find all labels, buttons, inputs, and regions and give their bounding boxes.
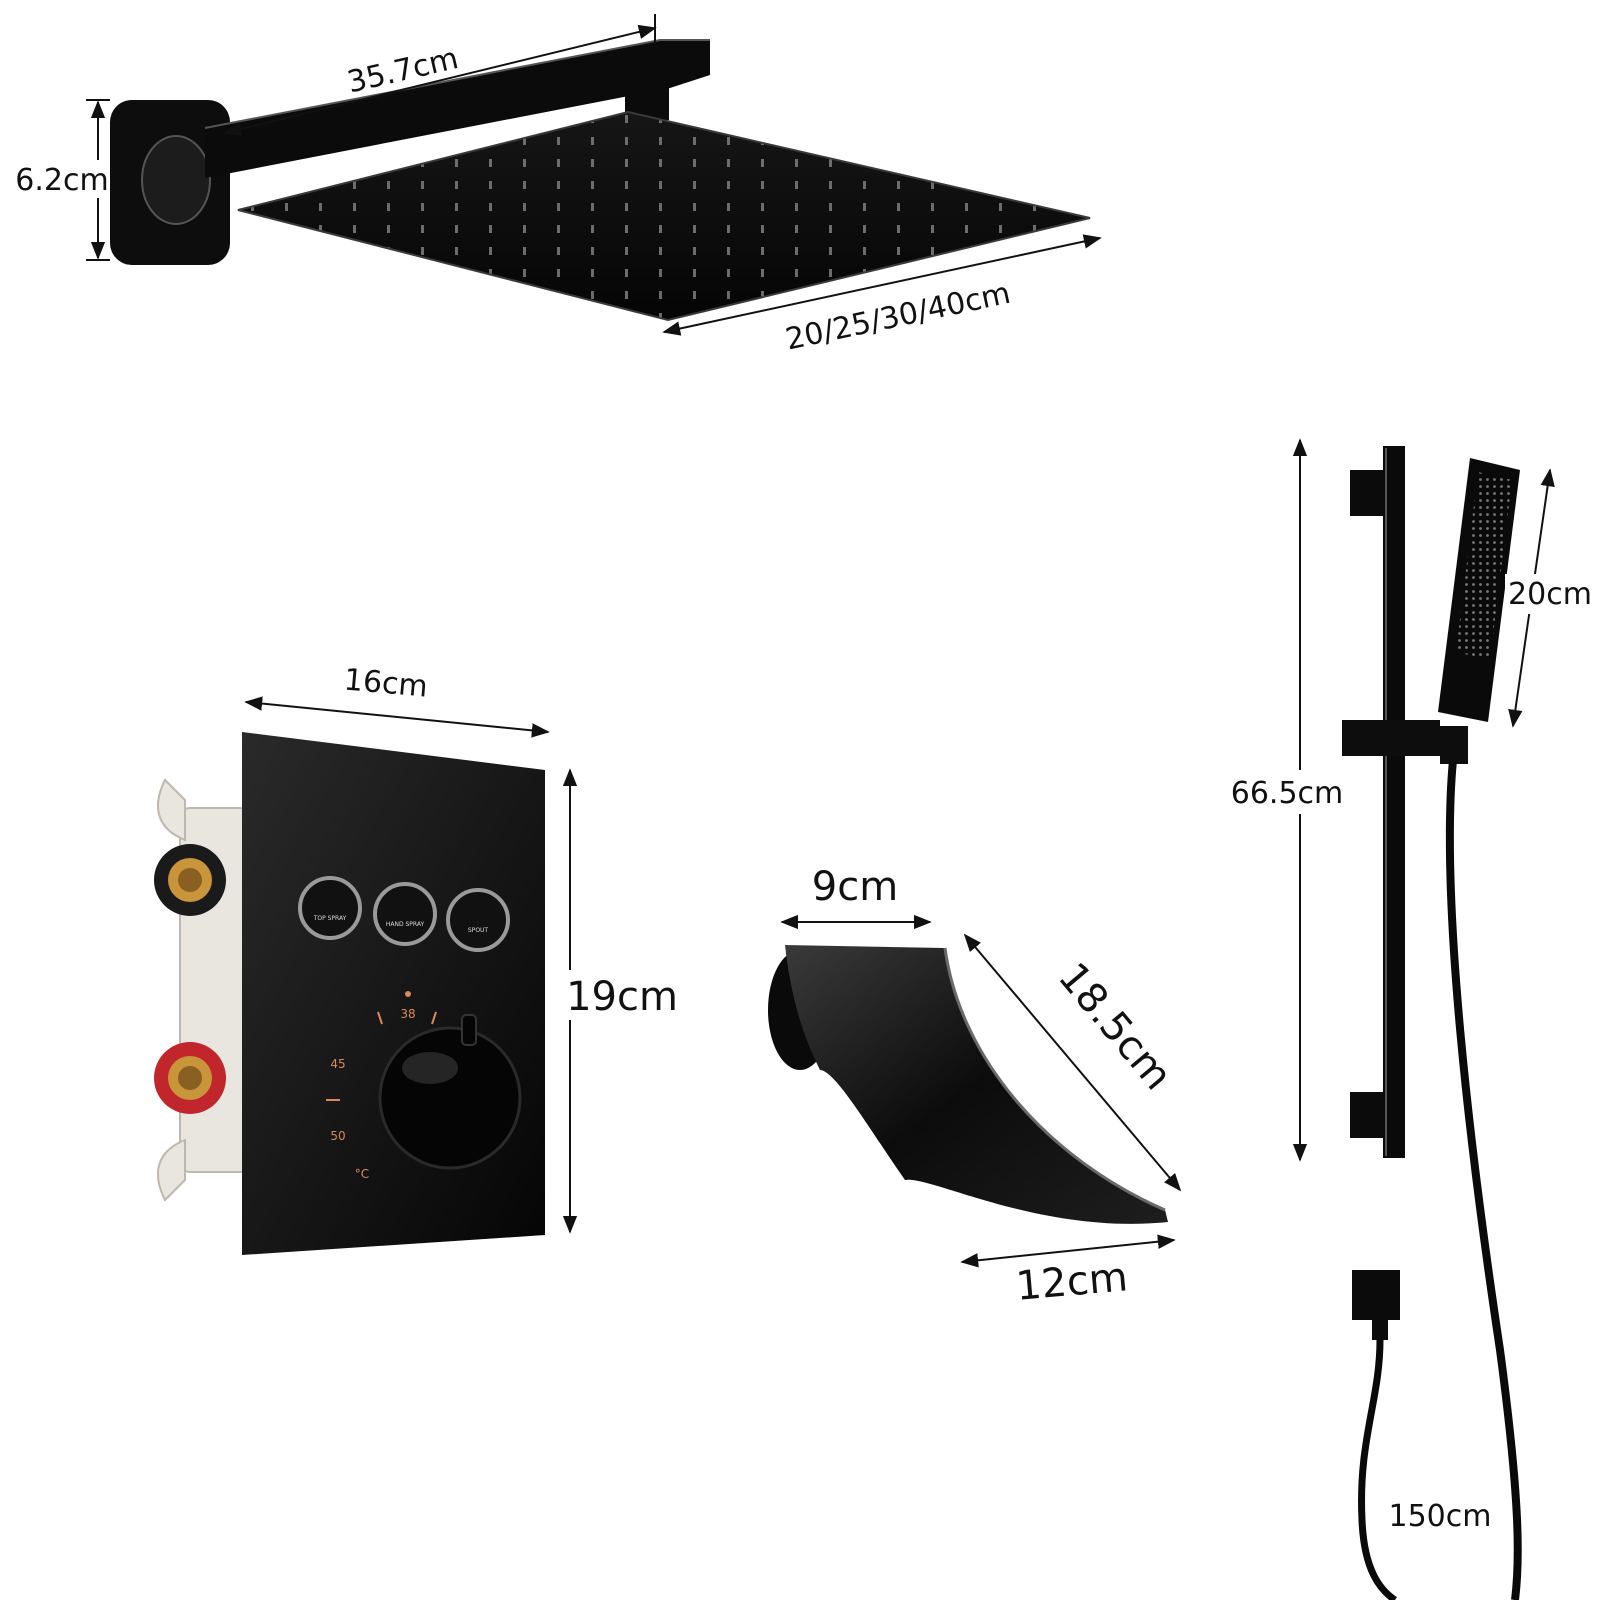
temperature-knob[interactable] (378, 1014, 522, 1170)
dimension-bar-height: 66.5cm (1212, 438, 1362, 1162)
svg-text:HAND SPRAY: HAND SPRAY (386, 921, 425, 928)
shower-head-assembly (110, 39, 1091, 322)
slide-bar (1383, 446, 1405, 1158)
spout-depth-label: 9cm (812, 864, 898, 910)
dimension-spout-width: 12cm (960, 1234, 1176, 1310)
dimension-hose-length: 150cm (1389, 1499, 1492, 1534)
slider-holder[interactable] (1342, 720, 1440, 756)
dimension-flange-height: 6.2cm (15, 99, 110, 261)
wall-outlet (1352, 1270, 1400, 1320)
bar-height-label: 66.5cm (1231, 776, 1344, 811)
thermostatic-valve: TOP SPRAY HAND SPRAY SPOUT 38 45 50 °C (154, 732, 545, 1255)
spout-width-label: 12cm (1014, 1254, 1129, 1310)
svg-text:45: 45 (330, 1057, 345, 1071)
flange-height-label: 6.2cm (15, 163, 108, 198)
valve-panel (242, 732, 545, 1255)
top-spray-button[interactable]: TOP SPRAY (298, 876, 362, 940)
spout-button[interactable]: SPOUT (446, 888, 510, 952)
svg-text:TOP SPRAY: TOP SPRAY (313, 915, 347, 922)
svg-text:38: 38 (400, 1007, 415, 1021)
panel-width-label: 16cm (343, 662, 430, 704)
panel-height-label: 19cm (566, 974, 678, 1020)
dimension-panel-height: 19cm (560, 768, 680, 1234)
svg-text:°C: °C (355, 1167, 369, 1181)
flange-ring (141, 135, 211, 225)
svg-text:SPOUT: SPOUT (468, 927, 489, 934)
svg-text:50: 50 (330, 1129, 345, 1143)
dimension-spout-depth: 9cm (780, 864, 932, 930)
head-size-label: 20/25/30/40cm (783, 276, 1014, 358)
hose-length-label: 150cm (1389, 1499, 1492, 1534)
dimension-panel-width: 16cm (244, 662, 550, 738)
spout-length-label: 18.5cm (1049, 954, 1181, 1098)
slide-bar-assembly (1342, 446, 1522, 1600)
hand-shower-face (1456, 472, 1512, 660)
hand-shower-length-label: 20cm (1508, 577, 1592, 612)
hand-spray-button[interactable]: HAND SPRAY (373, 882, 437, 946)
shower-hose (1445, 759, 1522, 1600)
dimension-hand-shower-length: 20cm (1505, 468, 1597, 728)
temperature-scale: 38 45 50 °C (326, 991, 437, 1181)
